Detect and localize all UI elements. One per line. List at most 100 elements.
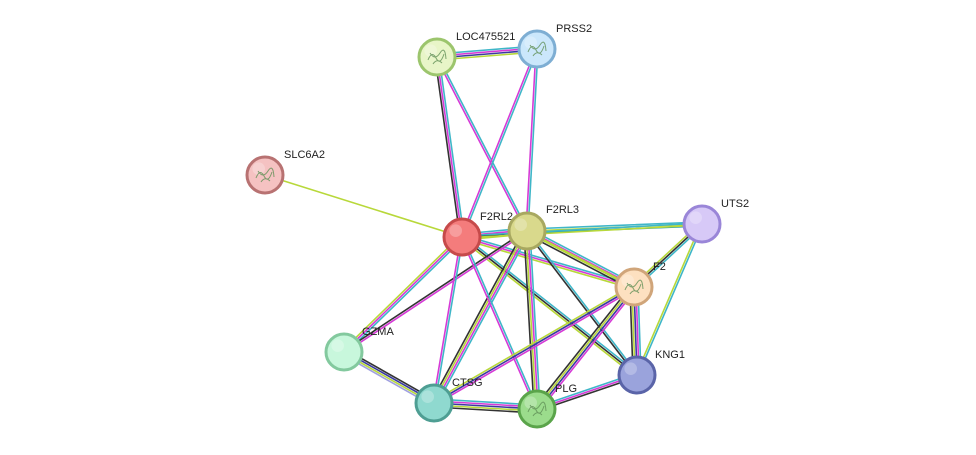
node-loc475521[interactable]: LOC475521: [417, 31, 515, 77]
node-plg[interactable]: PLG: [517, 383, 577, 429]
edge-f2rl3-plg[interactable]: [523, 230, 541, 410]
node-circle[interactable]: [414, 383, 454, 423]
edge-f2rl3-f2[interactable]: [524, 227, 637, 291]
edge-loc475521-f2rl3[interactable]: [435, 55, 529, 233]
edge-f2rl2-ctsg[interactable]: [432, 236, 464, 404]
node-highlight: [424, 44, 438, 57]
node-prss2[interactable]: PRSS2: [517, 23, 592, 69]
node-label: PRSS2: [556, 23, 592, 35]
edge-strand: [635, 222, 702, 376]
edge-strand: [430, 228, 526, 403]
edge-strand: [342, 229, 528, 352]
edge-f2-ctsg[interactable]: [432, 284, 636, 406]
protein-structure-icon: [527, 41, 547, 57]
edge-loc475521-f2rl2[interactable]: [434, 55, 465, 239]
edge-strand: [432, 229, 527, 404]
edge-f2rl3-kng1[interactable]: [525, 229, 639, 377]
edge-strand: [434, 236, 464, 404]
edge-prss2-f2rl3[interactable]: [525, 48, 539, 232]
edge-strand: [435, 231, 531, 406]
node-highlight: [514, 218, 527, 231]
node-slc6a2[interactable]: SLC6A2: [245, 149, 325, 195]
edge-strand: [462, 48, 539, 239]
node-highlight: [689, 211, 702, 224]
node-label: GZMA: [362, 326, 394, 338]
edge-f2rl2-plg[interactable]: [460, 235, 539, 411]
node-highlight: [252, 162, 265, 175]
edge-strand: [432, 236, 462, 404]
node-gzma[interactable]: GZMA: [324, 326, 394, 372]
node-f2rl3[interactable]: F2RL3: [507, 204, 579, 251]
edges-layer: [264, 45, 705, 414]
node-label: F2RL3: [546, 204, 579, 216]
protein-structure-icon: [527, 401, 547, 417]
node-circle[interactable]: [507, 211, 547, 251]
node-circle[interactable]: [517, 29, 557, 69]
edge-f2-plg[interactable]: [533, 284, 638, 412]
edge-strand: [460, 238, 635, 290]
edge-strand: [462, 235, 539, 410]
node-kng1[interactable]: KNG1: [617, 349, 685, 395]
node-uts2[interactable]: UTS2: [682, 198, 749, 244]
edge-strand: [461, 236, 638, 376]
edge-strand: [535, 285, 635, 410]
edge-f2rl3-ctsg[interactable]: [430, 228, 531, 406]
edge-strand: [526, 229, 636, 287]
edge-strand: [637, 223, 704, 377]
edge-strand: [460, 236, 537, 411]
edge-strand: [432, 284, 634, 403]
edge-strand: [343, 231, 529, 354]
node-label: PLG: [555, 383, 577, 395]
protein-structure-icon: [255, 167, 275, 183]
edge-strand: [460, 47, 537, 238]
node-circle[interactable]: [245, 155, 285, 195]
node-label: KNG1: [655, 349, 685, 361]
edge-strand: [341, 234, 462, 352]
edge-strand: [433, 286, 635, 404]
node-label: UTS2: [721, 198, 749, 210]
node-f2[interactable]: F2: [614, 261, 666, 307]
node-highlight: [621, 274, 634, 288]
node-highlight: [524, 396, 537, 410]
edge-strand: [527, 230, 539, 410]
node-label: SLC6A2: [284, 149, 325, 161]
node-circle[interactable]: [617, 355, 657, 395]
node-circle[interactable]: [614, 267, 654, 307]
edge-strand: [459, 237, 637, 378]
node-highlight: [524, 36, 537, 49]
edge-f2rl2-gzma[interactable]: [341, 234, 465, 355]
protein-structure-icon: [624, 279, 644, 295]
edge-strand: [525, 230, 638, 377]
node-circle[interactable]: [442, 217, 482, 257]
edge-strand: [434, 287, 636, 406]
edge-strand: [435, 56, 527, 233]
node-label: F2RL2: [480, 211, 513, 223]
node-circle[interactable]: [517, 389, 557, 429]
edge-strand: [461, 222, 703, 237]
edge-f2-f2rl3[interactable]: [526, 230, 635, 288]
node-f2rl2[interactable]: F2RL2: [442, 211, 513, 257]
node-ctsg[interactable]: CTSG: [414, 377, 483, 423]
edge-strand: [462, 234, 640, 375]
node-circle[interactable]: [417, 37, 457, 77]
edge-slc6a2-f2rl2[interactable]: [264, 174, 463, 238]
edge-f2rl2-uts2[interactable]: [461, 222, 703, 239]
nodes-layer: F2RL2 F2RL3 LOC475521 PRSS2SLC6A2UTS2F2GZMA…: [245, 23, 749, 429]
edge-prss2-f2rl2[interactable]: [460, 47, 539, 239]
edge-f2rl3-gzma[interactable]: [342, 229, 529, 354]
edge-uts2-kng1[interactable]: [635, 222, 704, 377]
node-label: F2: [653, 261, 666, 273]
edge-strand: [523, 230, 535, 410]
edge-strand: [536, 286, 636, 411]
edge-strand: [538, 288, 638, 412]
edge-f2rl2-kng1[interactable]: [459, 234, 640, 378]
edge-strand: [437, 55, 529, 232]
node-highlight: [421, 390, 435, 404]
edge-strand: [461, 236, 635, 288]
edge-strand: [264, 174, 463, 238]
node-highlight: [624, 362, 637, 376]
node-circle[interactable]: [324, 332, 364, 372]
edge-strand: [525, 48, 537, 232]
node-circle[interactable]: [682, 204, 722, 244]
